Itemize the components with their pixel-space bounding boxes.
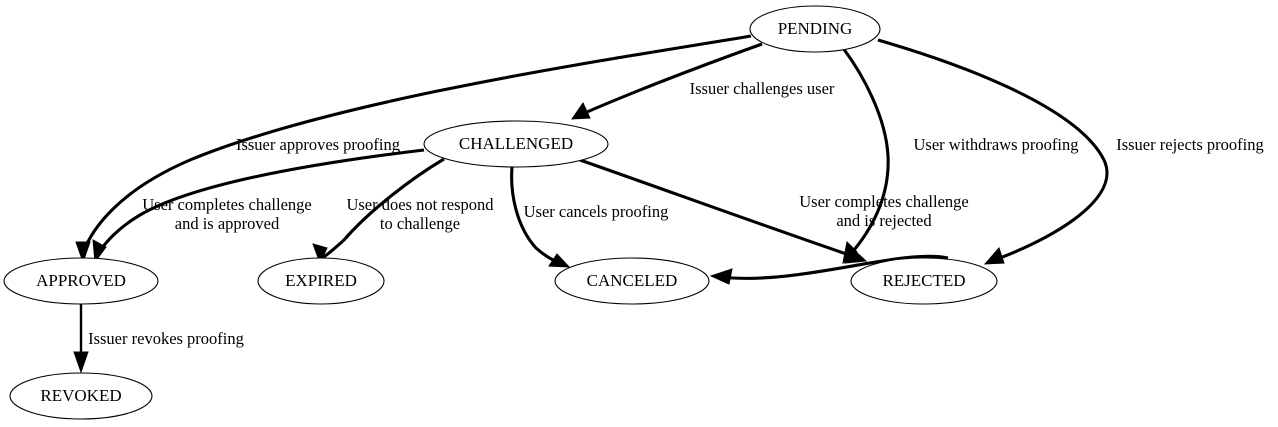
edge-challenged-approved[interactable]: User completes challenge and is approved <box>92 148 425 264</box>
edge-label-pending-rejected: Issuer rejects proofing <box>1116 135 1264 154</box>
edge-path-pending-canceled <box>841 47 890 258</box>
edge-label-challenged-canceled: User cancels proofing <box>524 202 669 221</box>
edge-label-pending-canceled: User withdraws proofing <box>914 135 1079 154</box>
node-label-approved: APPROVED <box>36 271 126 290</box>
edge-label-approved-revoked: Issuer revokes proofing <box>88 329 244 348</box>
node-pending[interactable]: PENDING <box>749 5 881 53</box>
node-label-canceled: CANCELED <box>587 271 678 290</box>
edge-label-pending-approved: Issuer approves proofing <box>236 135 400 154</box>
edge-challenged-rejected[interactable]: User completes challenge and is rejected <box>579 158 969 264</box>
arrowhead-approved-revoked <box>73 351 89 374</box>
edge-approved-revoked[interactable]: Issuer revokes proofing <box>73 304 244 374</box>
node-challenged[interactable]: CHALLENGED <box>423 120 609 168</box>
edge-label-challenged-expired-line2: to challenge <box>380 214 460 233</box>
node-label-revoked: REVOKED <box>40 386 121 405</box>
arrowhead-challenged-rejected <box>843 250 868 264</box>
arrowhead-challenged-canceled <box>548 253 571 268</box>
node-approved[interactable]: APPROVED <box>3 257 159 305</box>
edge-pending-challenged[interactable]: Issuer challenges user <box>571 42 835 120</box>
node-rejected[interactable]: REJECTED <box>850 257 998 305</box>
node-label-challenged: CHALLENGED <box>459 134 573 153</box>
edge-path-pending-rejected <box>877 38 1109 263</box>
edge-challenged-canceled[interactable]: User cancels proofing <box>510 166 669 268</box>
node-expired[interactable]: EXPIRED <box>257 257 385 305</box>
edge-path-pending-challenged <box>579 42 763 117</box>
node-label-pending: PENDING <box>778 19 853 38</box>
edge-path-pending-approved <box>81 34 752 254</box>
node-label-expired: EXPIRED <box>285 271 357 290</box>
arrowhead-pending-challenged <box>571 101 591 120</box>
node-ellipse-rejected <box>850 257 998 305</box>
edge-label-challenged-rejected-line1: User completes challenge <box>799 192 969 211</box>
node-ellipse-revoked <box>9 372 153 420</box>
node-revoked[interactable]: REVOKED <box>9 372 153 420</box>
edge-label-pending-challenged: Issuer challenges user <box>690 79 835 98</box>
edge-label-challenged-expired-line1: User does not respond <box>346 195 494 214</box>
arrowhead-challenged-approved <box>92 239 107 264</box>
edge-pending-canceled[interactable]: User withdraws proofing <box>841 47 1079 265</box>
node-ellipse-canceled <box>554 257 710 305</box>
node-ellipse-pending <box>749 5 881 53</box>
edge-path-challenged-rejected <box>579 158 859 260</box>
arrowhead-pending-approved <box>75 241 91 264</box>
edge-challenged-expired[interactable]: User does not respond to challenge <box>312 157 494 265</box>
edge-label-challenged-rejected-line2: and is rejected <box>836 211 932 230</box>
edge-pending-approved[interactable]: Issuer approves proofing <box>75 34 752 264</box>
edge-pending-rejected[interactable]: Issuer rejects proofing <box>877 38 1264 265</box>
arrowhead-pending-rejected <box>983 247 1005 265</box>
arrowhead-rejected-canceled <box>709 268 733 285</box>
edge-path-rejected-canceled <box>719 254 949 280</box>
node-canceled[interactable]: CANCELED <box>554 257 710 305</box>
node-ellipse-approved <box>3 257 159 305</box>
edge-label-challenged-approved-line1: User completes challenge <box>142 195 312 214</box>
edge-rejected-canceled[interactable] <box>709 254 949 285</box>
node-label-rejected: REJECTED <box>882 271 965 290</box>
node-ellipse-expired <box>257 257 385 305</box>
edge-label-challenged-approved-line2: and is approved <box>175 214 280 233</box>
arrowhead-challenged-expired <box>312 243 328 265</box>
edge-path-challenged-approved <box>95 148 425 256</box>
node-ellipse-challenged <box>423 120 609 168</box>
edge-path-challenged-expired <box>321 157 445 260</box>
